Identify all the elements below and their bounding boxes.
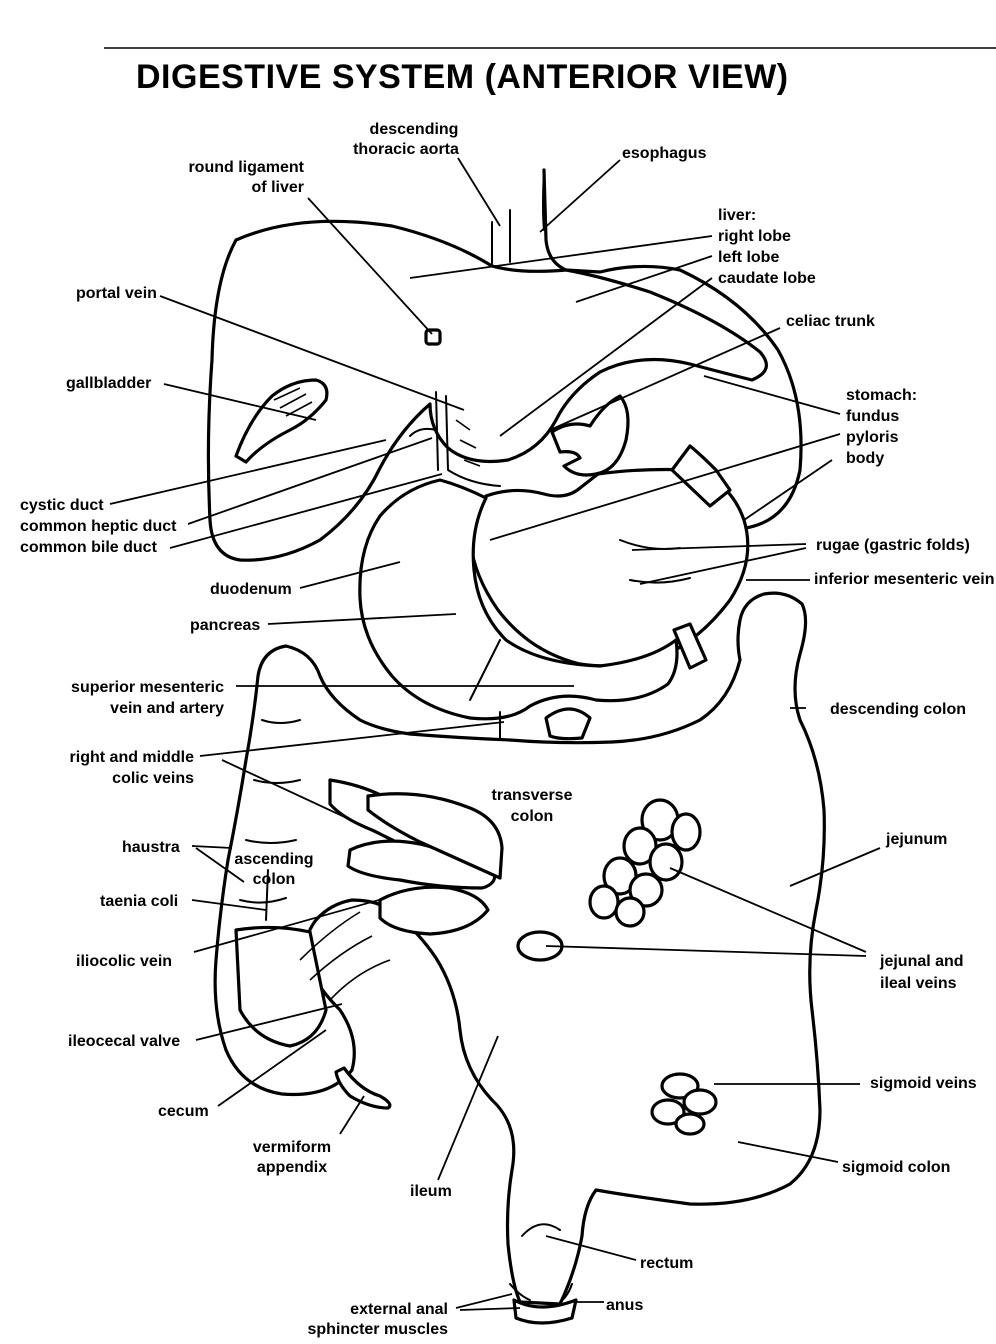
label-rectum: rectum bbox=[640, 1255, 693, 1272]
label-gallbladder: gallbladder bbox=[66, 375, 151, 392]
liver-shape bbox=[206, 219, 768, 562]
sigmoid-vein-network bbox=[650, 1072, 718, 1136]
label-iliocolic-vein: iliocolic vein bbox=[76, 953, 172, 970]
label-sigmoid-colon: sigmoid colon bbox=[842, 1159, 950, 1176]
label-inferior-mesenteric-vein: inferior mesenteric vein bbox=[814, 571, 995, 588]
label-duodenum: duodenum bbox=[210, 581, 292, 598]
label-anus: anus bbox=[606, 1297, 643, 1314]
duodenum-pancreas-shape bbox=[358, 478, 679, 721]
small-intestine-loop-1 bbox=[346, 839, 497, 890]
small-intestine-loop-2 bbox=[378, 885, 490, 936]
anatomy-illustration bbox=[206, 168, 826, 1325]
rectum-detail bbox=[509, 1223, 573, 1303]
label-descending-colon: descending colon bbox=[830, 701, 966, 718]
haustra-marks bbox=[239, 719, 301, 904]
label-ileum: ileum bbox=[410, 1183, 452, 1200]
label-cecum: cecum bbox=[158, 1103, 209, 1120]
label-esophagus: esophagus bbox=[622, 145, 707, 162]
anus-shape bbox=[512, 1298, 578, 1325]
gallbladder-shape bbox=[234, 378, 329, 464]
label-portal-vein: portal vein bbox=[76, 285, 157, 302]
appendix-shape bbox=[334, 1066, 392, 1110]
label-haustra: haustra bbox=[122, 839, 180, 856]
aorta-shape bbox=[491, 209, 511, 269]
inferior-mesenteric-vein-shape bbox=[672, 622, 708, 670]
taenia-coli-shape bbox=[265, 869, 269, 921]
sm-vessel-shape bbox=[544, 707, 592, 741]
label-taenia-coli: taenia coli bbox=[100, 893, 178, 910]
diagram-title: DIGESTIVE SYSTEM (ANTERIOR VIEW) bbox=[136, 58, 789, 96]
transverse-colon-inner bbox=[366, 792, 504, 880]
leader-lines bbox=[109, 157, 881, 1311]
iliocolic-vein-marks bbox=[299, 911, 391, 1001]
label-pancreas: pancreas bbox=[190, 617, 260, 634]
round-ligament-shape bbox=[424, 328, 442, 346]
label-ileocecal-valve: ileocecal valve bbox=[68, 1033, 180, 1050]
ducts-shape bbox=[409, 391, 501, 487]
label-jejunum: jejunum bbox=[885, 831, 947, 848]
celiac-vessels-shape bbox=[550, 394, 630, 477]
label-celiac-trunk: celiac trunk bbox=[786, 313, 875, 330]
jejunal-vein-network bbox=[516, 798, 702, 962]
label-rugae: rugae (gastric folds) bbox=[816, 537, 970, 554]
label-sigmoid-veins: sigmoid veins bbox=[870, 1075, 977, 1092]
